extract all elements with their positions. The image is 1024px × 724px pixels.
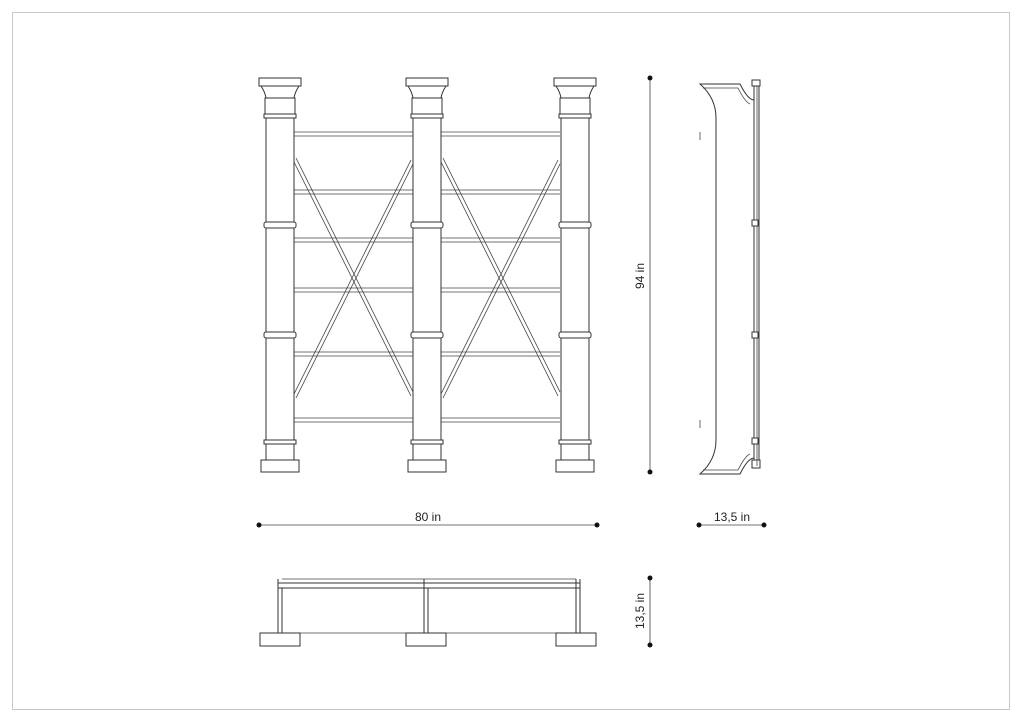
column-3-shaft bbox=[560, 117, 590, 441]
column-2-ring-top bbox=[410, 113, 444, 119]
column-2-capital bbox=[407, 85, 447, 99]
column-2-plinth bbox=[407, 459, 447, 473]
column-3-neck bbox=[559, 97, 591, 115]
column-3-capital-top bbox=[553, 77, 597, 87]
top-view bbox=[259, 578, 597, 647]
column-1-plinth bbox=[260, 459, 300, 473]
column-3-ring-2 bbox=[558, 331, 592, 339]
columns bbox=[258, 77, 597, 473]
top-depth-label: 13,5 in bbox=[633, 593, 647, 629]
dimension-width: 80 in bbox=[256, 510, 600, 528]
dimension-top-depth: 13,5 in bbox=[633, 575, 653, 648]
shelves bbox=[293, 131, 560, 423]
column-1-ring-1 bbox=[263, 221, 297, 229]
column-3-capital bbox=[555, 85, 595, 99]
column-2-neck bbox=[411, 97, 443, 115]
column-1-ring-top bbox=[263, 113, 297, 119]
column-1-capital-top bbox=[258, 77, 302, 87]
side-view bbox=[698, 79, 761, 475]
column-1-base-ring bbox=[263, 439, 297, 445]
column-3-base-neck bbox=[560, 443, 590, 461]
column-2-base-ring bbox=[410, 439, 444, 445]
cross-bracing bbox=[292, 157, 561, 399]
column-2-ring-2 bbox=[410, 331, 444, 339]
column-1-ring-2 bbox=[263, 331, 297, 339]
column-3-plinth bbox=[555, 459, 595, 473]
column-3-base-ring bbox=[558, 439, 592, 445]
column-2-capital-top bbox=[405, 77, 449, 87]
column-3-ring-top bbox=[558, 113, 592, 119]
column-1-base-neck bbox=[265, 443, 295, 461]
dimension-side-depth: 13,5 in bbox=[696, 510, 767, 528]
column-1-shaft bbox=[265, 117, 295, 441]
column-1-neck bbox=[264, 97, 296, 115]
front-view bbox=[258, 77, 597, 473]
side-depth-label: 13,5 in bbox=[714, 510, 750, 524]
column-3-ring-1 bbox=[558, 221, 592, 229]
dimension-height: 94 in bbox=[633, 75, 653, 475]
column-2-base-neck bbox=[412, 443, 442, 461]
column-2-shaft bbox=[412, 117, 442, 441]
column-2-ring-1 bbox=[410, 221, 444, 229]
drawing-frame bbox=[12, 12, 1010, 710]
height-label: 94 in bbox=[633, 263, 647, 289]
column-1-capital bbox=[260, 85, 300, 99]
width-label: 80 in bbox=[415, 510, 441, 524]
